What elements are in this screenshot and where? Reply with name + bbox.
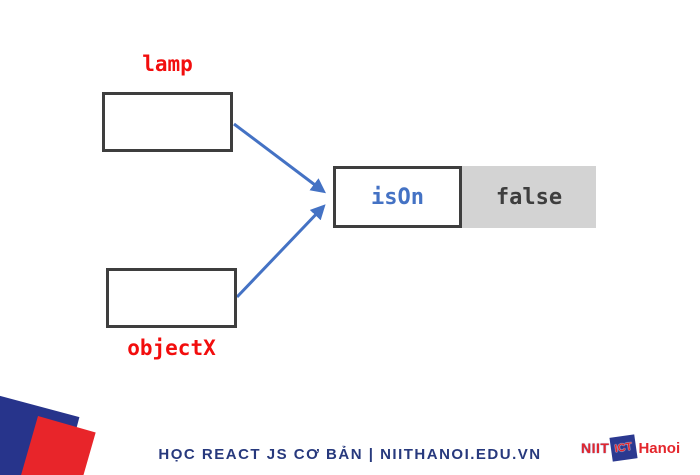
- object-property-value: false: [462, 166, 596, 228]
- logo-ict-square-icon: ICT: [609, 434, 639, 462]
- logo-niit-text: NIIT: [581, 440, 610, 456]
- logo-hanoi-text: Hanoi: [638, 439, 681, 457]
- arrow-objectx-to-object: [235, 204, 326, 299]
- object-property-row: isOn false: [333, 166, 596, 228]
- variable-box-objectx: [106, 268, 237, 328]
- arrow-lamp-to-object: [233, 122, 326, 194]
- variable-label-objectx: objectX: [127, 336, 216, 360]
- niit-hanoi-logo: NIIT ICT Hanoi: [581, 429, 680, 467]
- variable-label-lamp: lamp: [142, 52, 193, 76]
- object-property-name: isOn: [333, 166, 462, 228]
- footer-caption: HỌC REACT JS CƠ BẢN | NIITHANOI.EDU.VN: [158, 446, 542, 463]
- variable-box-lamp: [102, 92, 233, 152]
- logo-ict-text: ICT: [614, 440, 634, 456]
